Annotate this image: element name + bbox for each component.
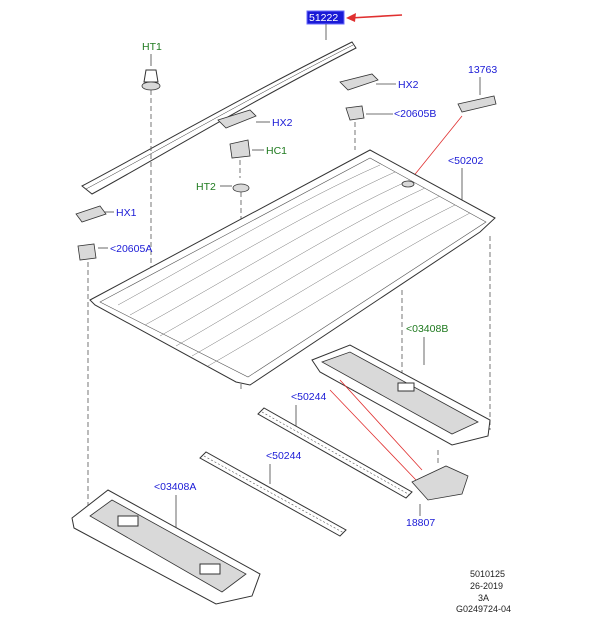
cross-bow-lower (199, 451, 347, 537)
clip-20605a (77, 243, 97, 261)
callout-50244-upper[interactable]: <50244 (291, 391, 326, 403)
red-arrow (349, 14, 403, 19)
roof-moulding-strip (81, 41, 357, 195)
front-bow-03408a-slot-2 (199, 563, 221, 575)
callout-hx2-right[interactable]: HX2 (398, 79, 419, 91)
ht2-clip (232, 183, 250, 193)
roof-panel (89, 149, 496, 386)
front-bow-03408a-slot-1 (117, 515, 139, 527)
callout-20605a[interactable]: <20605A (110, 243, 152, 255)
ref-line-2: 26-2019 (470, 581, 503, 591)
callout-hc1[interactable]: HC1 (266, 145, 287, 157)
rear-bow-03408b-inner (321, 351, 479, 435)
cross-bow-upper-detail (261, 411, 411, 496)
callout-20605b[interactable]: <20605B (394, 108, 436, 120)
bracket-18807 (411, 465, 469, 501)
cross-bow-upper (257, 407, 413, 499)
ht1-clip (143, 69, 159, 83)
callout-03408a[interactable]: <03408A (154, 481, 196, 493)
callout-50244-lower[interactable]: <50244 (266, 450, 301, 462)
callout-hx2-left[interactable]: HX2 (272, 117, 293, 129)
callout-13763[interactable]: 13763 (468, 64, 497, 76)
ref-line-1: 5010125 (470, 569, 505, 579)
highlight-box (306, 10, 345, 25)
callout-ht2[interactable]: HT2 (196, 181, 216, 193)
callout-hx1[interactable]: HX1 (116, 207, 137, 219)
callout-50202[interactable]: <50202 (448, 155, 483, 167)
clip-20605b (345, 105, 365, 121)
callout-18807[interactable]: 18807 (406, 517, 435, 529)
part-13763 (457, 95, 497, 113)
rear-bow-03408b-bracket (397, 382, 415, 392)
roof-panel-ribs (117, 164, 471, 367)
hx2-bracket-left (217, 109, 257, 129)
roof-panel-hole (401, 180, 415, 188)
hc1-clip (229, 139, 251, 159)
cross-bow-lower-detail (203, 455, 345, 534)
ref-line-3: 3A (478, 593, 489, 603)
highlight-label[interactable]: 51222 (309, 12, 338, 24)
ht1-clip-base (141, 81, 161, 91)
red-arrow-head (346, 13, 356, 22)
hx1-bracket (75, 205, 107, 223)
callout-ht1[interactable]: HT1 (142, 41, 162, 53)
hx2-bracket-right (339, 73, 379, 91)
red-line-18807-b (329, 389, 417, 481)
red-line-18807-a (339, 379, 423, 471)
roof-moulding-detail (85, 44, 354, 190)
ref-line-4: G0249724-04 (456, 604, 511, 613)
red-line-13763 (411, 115, 463, 179)
callout-03408b[interactable]: <03408B (406, 323, 448, 335)
